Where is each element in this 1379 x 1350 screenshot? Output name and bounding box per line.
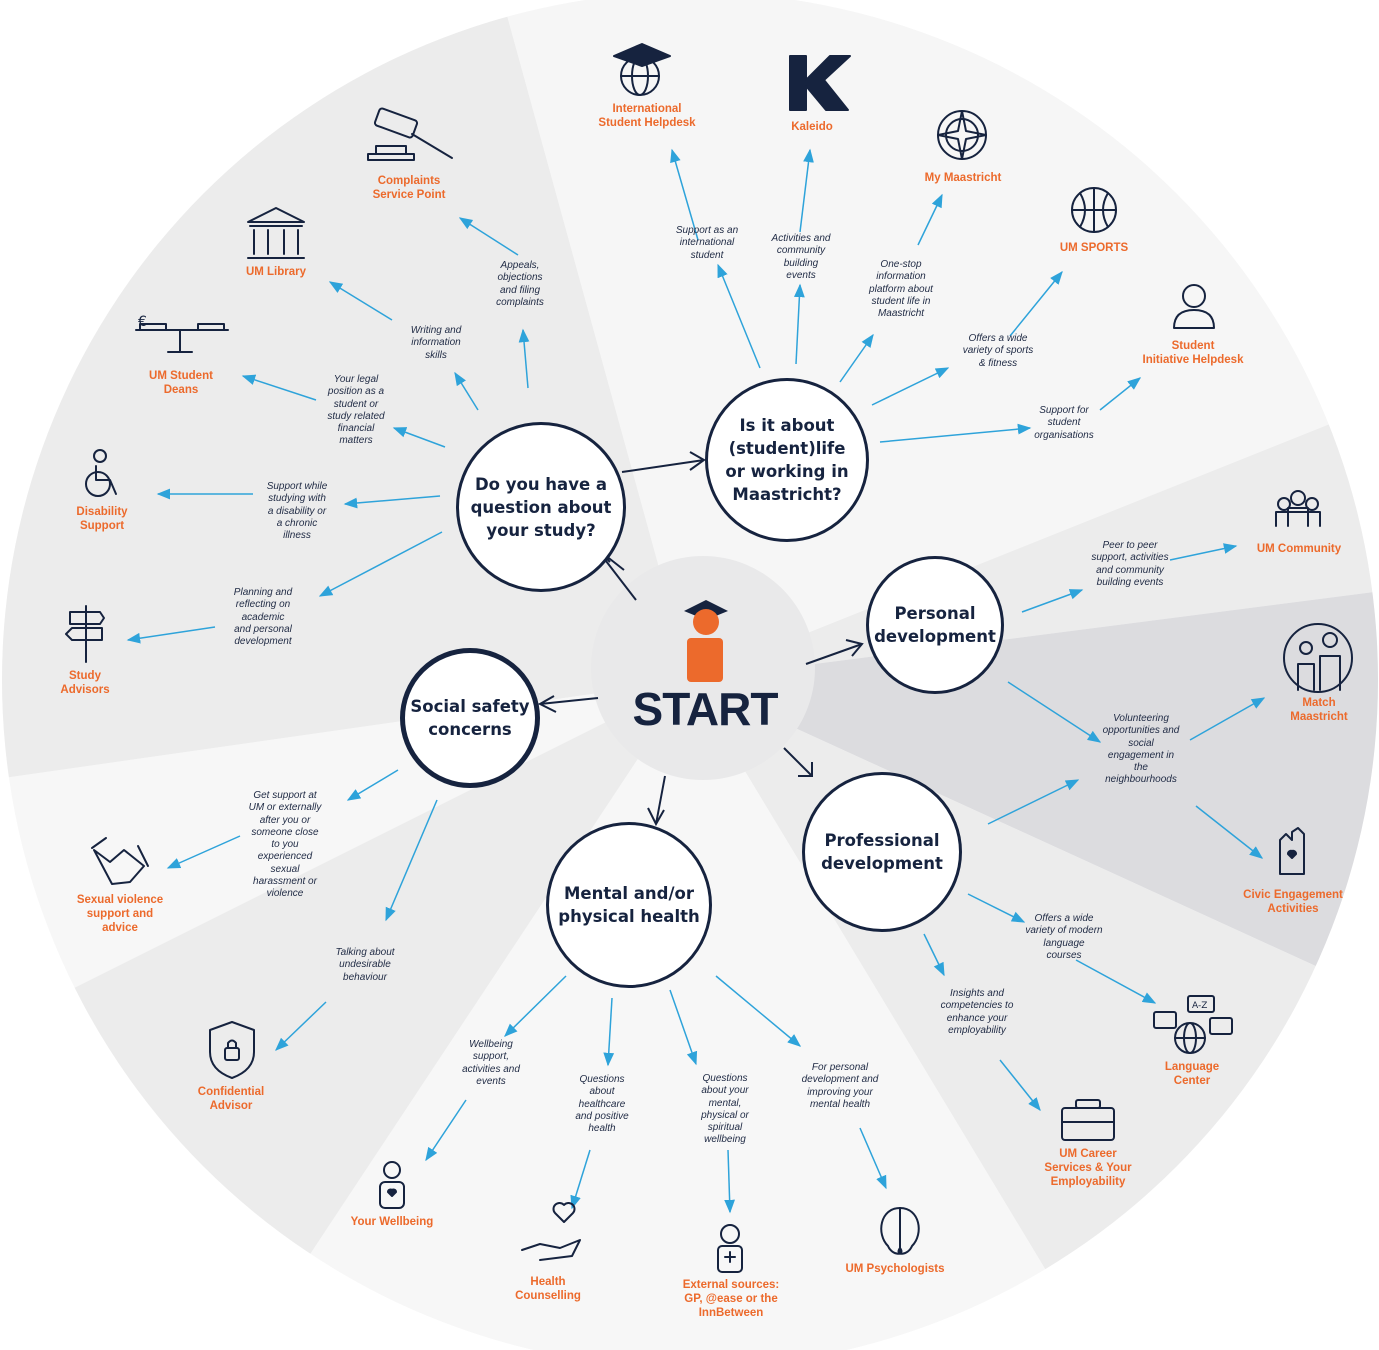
service-um-sports[interactable]: UM SPORTS [1059, 242, 1129, 254]
service-student-deans[interactable]: UM Student Deans [149, 370, 213, 396]
hub-social-safety[interactable]: Social safety concerns [400, 648, 540, 788]
note-language: Offers a wide variety of modern language… [1025, 913, 1103, 961]
hub-professional-development[interactable]: Professional development [802, 772, 962, 932]
note-initiative: Support for student organisations [1034, 405, 1094, 441]
service-intl-helpdesk[interactable]: International Student Helpdesk [598, 103, 696, 129]
service-sexual-violence-support[interactable]: Sexual violence support and advice [76, 894, 164, 934]
note-sexual: Get support at UM or externally after yo… [248, 790, 322, 900]
note-external: Questions about your mental, physical or… [701, 1073, 749, 1146]
raised-hand-heart-icon [1279, 827, 1305, 875]
service-language-center[interactable]: Language Center [1164, 1061, 1220, 1087]
idea-person-icon [1173, 284, 1215, 329]
sector-personal [690, 400, 1378, 680]
caring-hand-icon [521, 1202, 581, 1261]
shield-lock-icon [209, 1021, 255, 1079]
service-external-sources[interactable]: External sources: GP, @ease or the InnBe… [682, 1279, 780, 1319]
service-um-psychologists[interactable]: UM Psychologists [845, 1263, 945, 1275]
briefcase-icon [1061, 1099, 1115, 1141]
note-intl: Support as an international student [675, 225, 739, 261]
note-community: Peer to peer support, activities and com… [1091, 540, 1169, 588]
note-wellbeing: Wellbeing support, activities and events [462, 1039, 520, 1087]
signpost-icon [65, 605, 105, 663]
globe-graduation-icon [613, 43, 671, 96]
service-um-community[interactable]: UM Community [1256, 543, 1342, 555]
compass-icon [937, 110, 987, 160]
note-kaleido: Activities and community building events [771, 233, 831, 281]
wellbeing-person-icon [379, 1161, 405, 1209]
note-deans: Your legal position as a student or stud… [327, 374, 385, 447]
basketball-icon [1071, 187, 1117, 233]
service-disability-support[interactable]: Disability Support [76, 506, 128, 532]
service-initiative-helpdesk[interactable]: Student Initiative Helpdesk [1142, 340, 1244, 366]
sector-civic [690, 590, 1378, 1000]
wheelchair-icon [85, 449, 117, 497]
service-your-wellbeing[interactable]: Your Wellbeing [350, 1216, 434, 1228]
note-sports: Offers a wide variety of sports & fitnes… [962, 333, 1034, 369]
service-match-maastricht[interactable]: Match Maastricht [1290, 697, 1348, 723]
service-my-maastricht[interactable]: My Maastricht [924, 172, 1002, 184]
scales-icon: € [135, 314, 229, 353]
note-psychologists: For personal development and improving y… [801, 1062, 879, 1110]
service-career-services[interactable]: UM Career Services & Your Employability [1044, 1148, 1132, 1188]
service-study-advisors[interactable]: Study Advisors [60, 670, 110, 696]
gavel-icon [367, 107, 453, 161]
svg-text:A-Z: A-Z [1192, 1001, 1207, 1011]
note-advisors: Planning and reflecting on academic and … [233, 587, 293, 648]
service-library[interactable]: UM Library [245, 266, 307, 278]
service-complaints[interactable]: Complaints Service Point [372, 175, 446, 201]
community-group-icon [1275, 490, 1321, 527]
hub-student-life[interactable]: Is it about (student)life or working in … [705, 378, 869, 542]
language-globe-icon: A-Z [1153, 995, 1233, 1054]
student-graduate-icon [684, 600, 728, 682]
note-counselling: Questions about healthcare and positive … [575, 1074, 629, 1135]
library-building-icon [247, 207, 305, 259]
note-mymaastricht: One-stop information platform about stud… [869, 259, 933, 320]
service-health-counselling[interactable]: Health Counselling [515, 1276, 581, 1302]
brain-icon [880, 1207, 920, 1255]
hub-health[interactable]: Mental and/or physical health [546, 822, 712, 988]
note-library: Writing and information skills [410, 325, 462, 361]
doctor-icon [717, 1224, 743, 1273]
svg-text:€: € [138, 314, 147, 330]
note-volunteering: Volunteering opportunities and social en… [1102, 713, 1180, 786]
hub-study-question[interactable]: Do you have a question about your study? [456, 422, 626, 592]
hub-personal-development[interactable]: Personal development [866, 556, 1004, 694]
service-kaleido[interactable]: Kaleido [791, 121, 833, 133]
kaleido-logo-icon [789, 55, 851, 111]
sector-health [240, 680, 1100, 1350]
note-confidential: Talking about undesirable behaviour [335, 947, 395, 983]
note-complaints: Appeals, objections and filing complaint… [496, 260, 544, 308]
service-civic-engagement[interactable]: Civic Engagement Activities [1243, 889, 1343, 915]
service-confidential-advisor[interactable]: Confidential Advisor [197, 1086, 265, 1112]
start-label: START [632, 683, 779, 735]
note-career: Insights and competencies to enhance you… [940, 988, 1014, 1036]
match-people-icon [1283, 623, 1353, 693]
handshake-icon [91, 837, 149, 885]
note-disability: Support while studying with a disability… [266, 481, 328, 542]
